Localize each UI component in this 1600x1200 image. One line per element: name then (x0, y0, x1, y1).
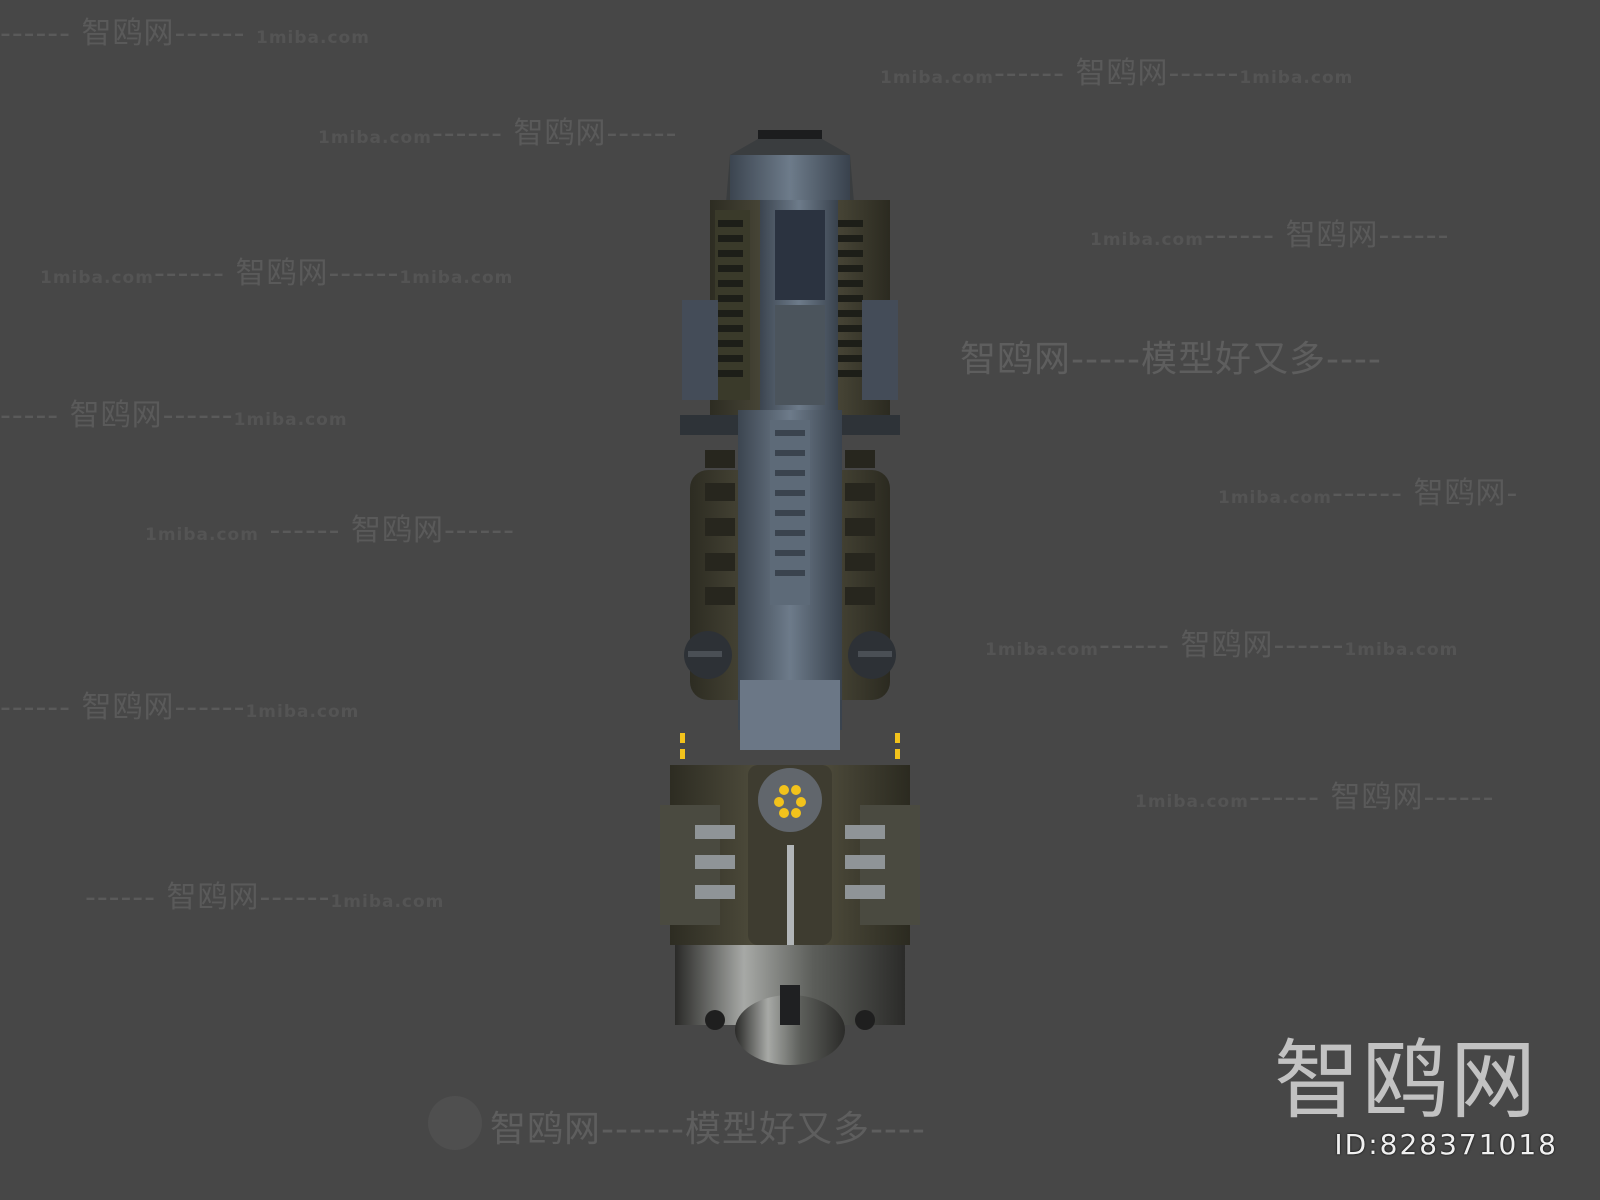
watermark: 1miba.com------ 智鸥网------ (1135, 780, 1495, 815)
brand-logo: 智鸥网 (1274, 1031, 1538, 1131)
watermark: ------ 智鸥网------1miba.com (0, 690, 360, 725)
watermark: ----- 智鸥网------1miba.com (0, 398, 348, 433)
watermark: ------ 智鸥网------1miba.com (85, 880, 445, 915)
watermark-slogan-bottom: 智鸥网------模型好又多---- (490, 1109, 926, 1150)
watermark: 1miba.com------ 智鸥网- (1218, 476, 1519, 511)
model-id-label: ID:828371018 (1334, 1128, 1558, 1161)
watermark: 1miba.com------ 智鸥网------1miba.com (985, 628, 1459, 663)
watermark: 1miba.com------ 智鸥网------ (1090, 218, 1450, 253)
watermark: ------ 智鸥网------ 1miba.com (0, 16, 370, 51)
watermark: 1miba.com------ 智鸥网------1miba.com (40, 256, 514, 291)
watermark-slogan: 智鸥网-----模型好又多---- (960, 339, 1382, 380)
watermark: 1miba.com ------ 智鸥网------ (145, 513, 515, 548)
bird-logo-icon (428, 1096, 482, 1150)
sci-fi-cylinder-model (660, 125, 920, 1105)
watermark: 1miba.com------ 智鸥网------ (318, 116, 678, 151)
yellow-led-cluster-icon (774, 785, 806, 818)
watermark: 1miba.com------ 智鸥网------1miba.com (880, 56, 1354, 91)
